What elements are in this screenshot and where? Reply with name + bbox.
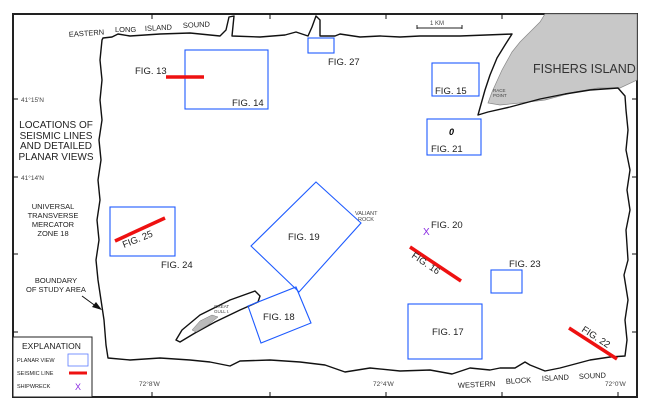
north-sound-label: EASTERN LONG ISLAND SOUND <box>69 20 211 39</box>
fig24-planar-view <box>109 206 176 257</box>
fig14-label: FIG. 14 <box>232 98 264 109</box>
great-gull-land <box>191 314 219 333</box>
legend: EXPLANATION PLANAR VIEW SEISMIC LINE SHI… <box>12 336 93 398</box>
svg-text:SEISMIC LINES: SEISMIC LINES <box>20 131 93 142</box>
svg-text:SOUND: SOUND <box>579 371 607 381</box>
great-gull-label: GULL I. <box>214 309 229 314</box>
legend-shipwreck-symbol: X <box>75 382 81 392</box>
fishers-island-label: FISHERS ISLAND <box>533 62 636 76</box>
svg-text:LOCATIONS OF: LOCATIONS OF <box>19 120 93 131</box>
svg-text:ZONE 18: ZONE 18 <box>37 229 68 238</box>
svg-text:WESTERN: WESTERN <box>458 379 496 390</box>
fishers-island-land <box>487 13 638 106</box>
legend-shipwreck-label: SHIPWRECK <box>17 384 51 390</box>
fig20-label: FIG. 20 <box>431 220 463 231</box>
fig17-planar-view <box>407 303 483 360</box>
svg-text:BLOCK: BLOCK <box>506 375 532 386</box>
scale-bar: 1 KM <box>416 21 463 29</box>
race-point-label: RACE <box>493 88 506 93</box>
fig19-planar-view <box>250 181 362 293</box>
fig16-label: FIG. 16 <box>409 250 441 277</box>
frame-ticks <box>13 14 637 397</box>
fig27-planar-view <box>307 37 335 54</box>
legend-seismic-label: SEISMIC LINE <box>17 371 54 377</box>
boundary-arrow <box>81 295 102 310</box>
fig13-label: FIG. 13 <box>135 66 167 77</box>
svg-text:UNIVERSAL: UNIVERSAL <box>32 202 75 211</box>
legend-planar-label: PLANAR VIEW <box>17 358 55 364</box>
scale-label: 1 KM <box>430 21 444 27</box>
fig14-planar-view <box>184 49 269 110</box>
great-gull-label: GREAT <box>214 304 229 309</box>
svg-text:PLANAR VIEWS: PLANAR VIEWS <box>18 152 93 163</box>
race-point-label: POINT <box>493 93 507 98</box>
valiant-rock-label: ROCK <box>358 217 374 223</box>
fig15-label: FIG. 15 <box>435 86 467 97</box>
fig18-label: FIG. 18 <box>263 312 295 323</box>
svg-text:ISLAND: ISLAND <box>145 23 173 33</box>
svg-text:BOUNDARY: BOUNDARY <box>35 276 77 285</box>
study-area-boundary <box>95 15 631 375</box>
fig23-planar-view <box>490 269 523 294</box>
latitude-label: 41°15'N <box>21 96 44 104</box>
map-frame <box>12 13 638 398</box>
fig24-label: FIG. 24 <box>161 260 193 271</box>
fig18-planar-view <box>247 286 312 344</box>
map-title: LOCATIONS OF SEISMIC LINES AND DETAILED … <box>18 120 93 163</box>
great-gull-island <box>175 290 261 343</box>
legend-title: EXPLANATION <box>22 341 81 351</box>
fig16-seismic-line <box>409 245 462 283</box>
fig19-label: FIG. 19 <box>288 232 320 243</box>
fig15-planar-view <box>431 62 480 97</box>
fig22-seismic-line <box>568 326 618 361</box>
svg-text:LONG: LONG <box>115 25 136 34</box>
svg-text:SOUND: SOUND <box>183 20 211 30</box>
south-sound-label: WESTERN BLOCK ISLAND SOUND <box>458 371 607 390</box>
boundary-note: BOUNDARY OF STUDY AREA <box>26 276 86 294</box>
fig17-label: FIG. 17 <box>432 327 464 338</box>
fig21-marker: 0 <box>449 127 454 137</box>
fig23-label: FIG. 23 <box>509 259 541 270</box>
fig27-label: FIG. 27 <box>328 57 360 68</box>
fig21-label: FIG. 21 <box>431 144 463 155</box>
fig25-seismic-line <box>114 216 166 243</box>
latitude-label: 41°14'N <box>21 174 44 182</box>
svg-text:EASTERN: EASTERN <box>69 28 105 39</box>
longitude-label: 72°0'W <box>605 380 627 388</box>
svg-text:AND DETAILED: AND DETAILED <box>20 141 92 152</box>
fig21-planar-view <box>426 118 482 156</box>
longitude-label: 72°4'W <box>373 380 395 388</box>
svg-text:OF STUDY AREA: OF STUDY AREA <box>26 285 86 294</box>
valiant-rock-label: VALIANT <box>355 211 378 217</box>
svg-text:TRANSVERSE: TRANSVERSE <box>28 211 79 220</box>
svg-text:ISLAND: ISLAND <box>542 373 570 383</box>
projection-note: UNIVERSAL TRANSVERSE MERCATOR ZONE 18 <box>28 202 79 238</box>
longitude-label: 72°8'W <box>139 380 161 388</box>
fig20-shipwreck-icon: X <box>423 227 430 238</box>
legend-planar-symbol <box>67 353 89 367</box>
svg-text:MERCATOR: MERCATOR <box>32 220 75 229</box>
